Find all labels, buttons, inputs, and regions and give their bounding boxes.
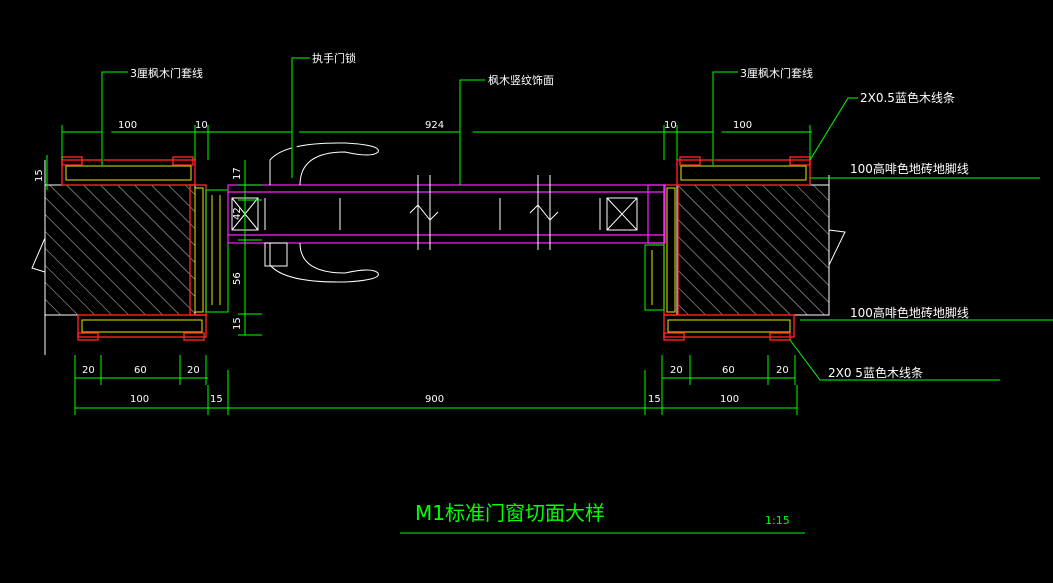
drawing-scale: 1:15 [765, 514, 790, 527]
dim-b1-l3: 20 [187, 365, 200, 376]
drawing-title: M1标准门窗切面大样 [415, 501, 605, 525]
dim-b2-1: 100 [130, 394, 149, 405]
label-handle-lock: 执手门锁 [312, 51, 356, 65]
dim-b2-2: 15 [210, 394, 223, 405]
right-door-frame [644, 156, 811, 341]
label-veneer: 枫木竖纹饰面 [488, 73, 554, 87]
dim-vert-4: 56 [232, 272, 243, 285]
dim-b1-l1: 20 [82, 365, 95, 376]
left-door-frame [61, 156, 229, 341]
dim-b2-5: 100 [720, 394, 739, 405]
label-skirting-top: 100高啡色地砖地脚线 [850, 161, 969, 176]
door-handle-icon [264, 142, 379, 283]
dim-vert-1: 15 [34, 169, 45, 182]
label-skirting-bottom: 100高啡色地砖地脚线 [850, 305, 969, 320]
dim-vert-5: 15 [232, 317, 243, 330]
vertical-dimension-chain [46, 155, 262, 336]
dim-b1-r3: 20 [776, 365, 789, 376]
dim-top-3: 924 [425, 120, 444, 131]
dim-b1-r2: 60 [722, 365, 735, 376]
bottom-dimension-row-2 [74, 370, 798, 415]
label-wood-strip-top: 2X0.5蓝色木线条 [860, 91, 955, 105]
bottom-dimension-row-1 [74, 355, 796, 385]
dim-top-5: 100 [733, 120, 752, 131]
right-wall [676, 175, 846, 316]
leader-lines [101, 57, 1053, 381]
dim-top-1: 100 [118, 120, 137, 131]
door-leaf [227, 175, 666, 250]
label-trim-left: 3厘枫木门套线 [130, 66, 203, 80]
left-wall [31, 160, 196, 355]
dim-b2-3: 900 [425, 394, 444, 405]
dim-vert-2: 17 [232, 167, 243, 180]
dim-b1-l2: 60 [134, 365, 147, 376]
label-wood-strip-bottom: 2X0 5蓝色木线条 [828, 366, 923, 380]
label-trim-right: 3厘枫木门套线 [740, 66, 813, 80]
dim-b2-4: 15 [648, 394, 661, 405]
dim-top-2: 10 [195, 120, 208, 131]
top-dimension-chain [61, 125, 812, 160]
dim-vert-3: 42 [232, 207, 243, 220]
dim-b1-r1: 20 [670, 365, 683, 376]
dim-top-4: 10 [664, 120, 677, 131]
